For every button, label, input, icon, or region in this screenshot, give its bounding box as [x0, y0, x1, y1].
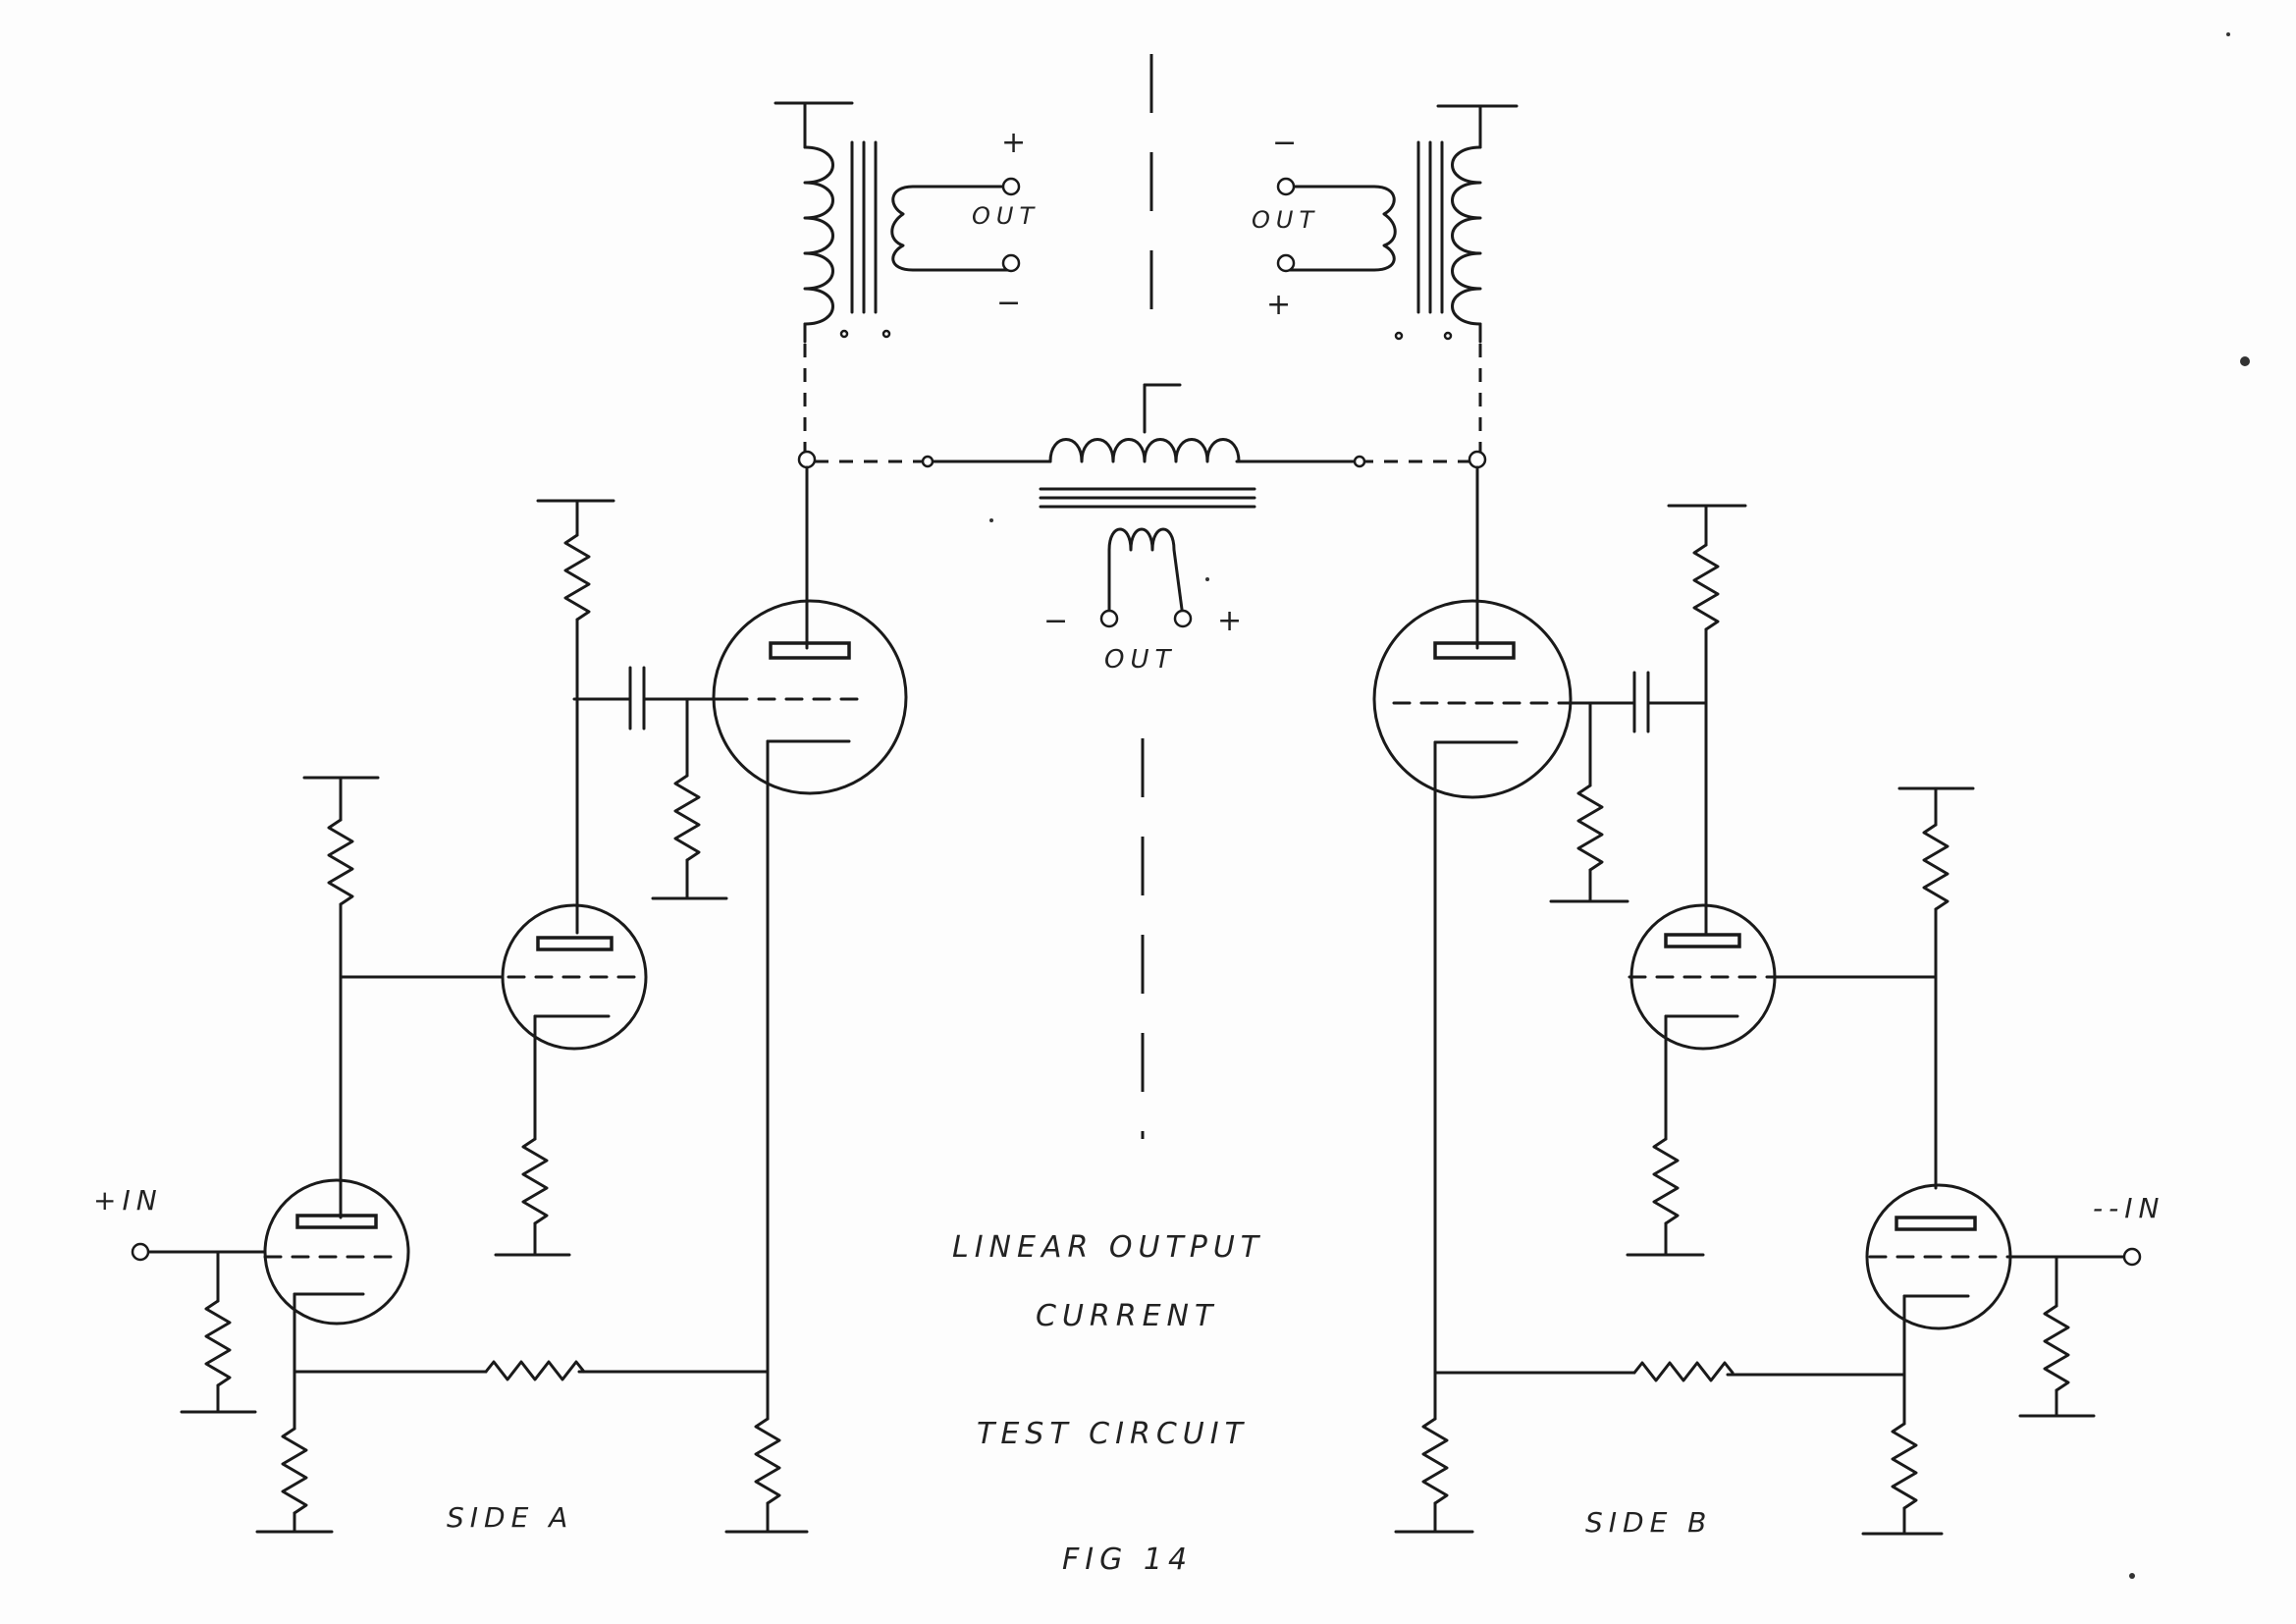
grid-resistor-b	[1549, 701, 1629, 903]
out-label-center: OUT	[1104, 645, 1176, 675]
polarity-minus-tl: −	[996, 286, 1027, 320]
coupling-capacitor-a	[572, 666, 733, 731]
feedback-resistor-b	[1433, 1361, 1906, 1382]
input-tube-a	[263, 1178, 410, 1416]
output-tube-b	[1372, 465, 1573, 1377]
input-terminal-a	[131, 1242, 150, 1262]
input-line-a	[145, 1250, 267, 1414]
driver-tube-b	[1626, 903, 1938, 1257]
caption-line-2: CURRENT	[1036, 1299, 1218, 1333]
figure-label: FIG 14	[1062, 1543, 1193, 1577]
center-output-transformer	[926, 383, 1362, 619]
side-label-b: SIDE B	[1585, 1506, 1712, 1539]
input-label-a: +IN	[93, 1184, 163, 1217]
output-tube-a	[712, 465, 908, 1377]
cathode-resistor-b2	[1861, 1373, 1944, 1536]
cathode-resistor-b1	[1394, 1373, 1474, 1534]
plate-node-left	[797, 450, 817, 469]
out-terminal-center-minus	[1099, 609, 1119, 628]
feedback-resistor-a	[293, 1360, 770, 1381]
plate-node-right	[1468, 450, 1487, 469]
cathode-resistor-a1	[255, 1412, 334, 1534]
driver-plate-resistor-a	[536, 499, 615, 935]
driver-plate-resistor-b	[1667, 504, 1747, 935]
polarity-plus-tr: +	[1266, 288, 1297, 322]
side-label-a: SIDE A	[447, 1501, 573, 1534]
out-label-tr: OUT	[1252, 206, 1319, 234]
input-plate-resistor-a	[302, 776, 380, 1219]
out-label-tl: OUT	[972, 202, 1040, 230]
polarity-minus-tr: −	[1272, 126, 1303, 160]
output-transformer-left	[774, 101, 1013, 344]
coupling-capacitor-b	[1569, 671, 1708, 733]
caption-line-1: LINEAR OUTPUT	[952, 1230, 1264, 1265]
input-plate-resistor-b	[1897, 786, 1975, 1190]
cathode-resistor-a2	[724, 1373, 809, 1534]
output-transformer-right	[1284, 104, 1519, 344]
input-terminal-b	[2122, 1247, 2142, 1267]
input-label-b: --IN	[2093, 1192, 2164, 1224]
out-terminal-tl-minus	[1001, 253, 1021, 273]
out-terminal-center-plus	[1173, 609, 1193, 628]
caption-line-3: TEST CIRCUIT	[977, 1417, 1249, 1451]
input-line-b	[2010, 1255, 2127, 1418]
polarity-plus-tl: +	[1001, 126, 1032, 160]
out-terminal-tr-minus	[1276, 177, 1296, 196]
polarity-plus-center: +	[1217, 604, 1248, 638]
grid-resistor-a	[651, 697, 728, 900]
out-terminal-tr-plus	[1276, 253, 1296, 273]
polarity-minus-center: −	[1043, 604, 1074, 638]
input-tube-b	[1865, 1183, 2014, 1377]
out-terminal-tl-plus	[1001, 177, 1021, 196]
